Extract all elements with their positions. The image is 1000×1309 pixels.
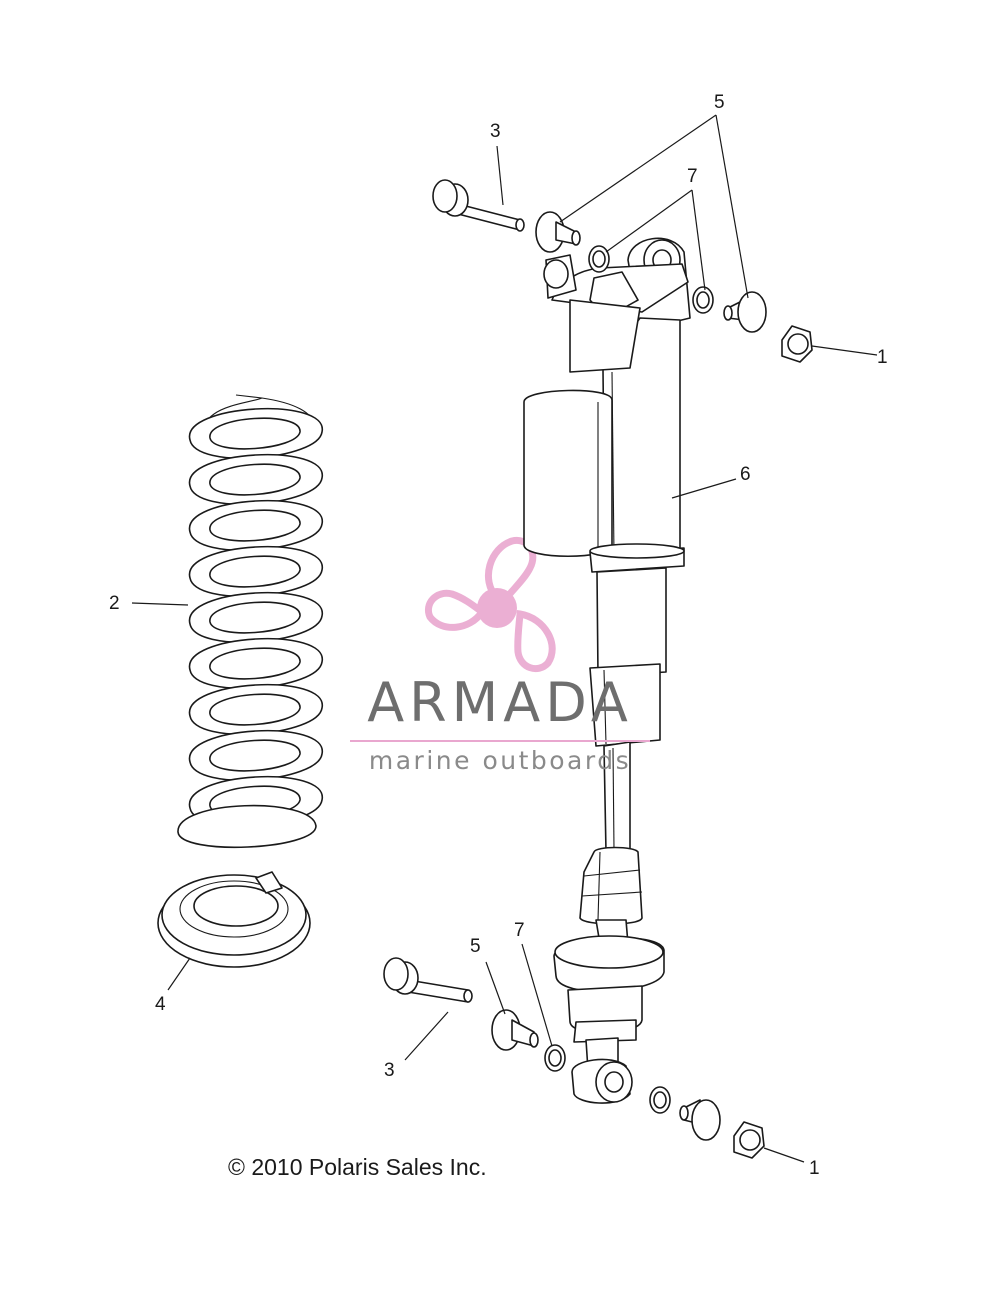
spring-coil-end (177, 804, 317, 849)
top-bolt (432, 179, 525, 232)
callout-3-bottom: 3 (384, 1060, 395, 1081)
callout-6: 6 (740, 464, 751, 485)
bottom-washer-right (649, 1086, 671, 1114)
bottom-bushing-right (679, 1099, 721, 1141)
bottom-bolt (383, 957, 473, 1003)
watermark-subtitle: marine outboards (368, 746, 632, 775)
copyright-notice: © 2010 Polaris Sales Inc. (228, 1154, 487, 1180)
watermark-propeller-icon (425, 536, 556, 673)
spring-coil-inner (209, 417, 301, 450)
callout-2: 2 (109, 593, 120, 614)
spring-coil-inner (209, 509, 301, 542)
top-nut (781, 325, 813, 363)
spring-seat (157, 871, 311, 968)
top-washer-left (588, 245, 610, 273)
callout-3-top: 3 (490, 121, 501, 142)
top-washer-right (692, 286, 714, 314)
callout-1-bottom: 1 (809, 1158, 820, 1179)
callout-7-top: 7 (687, 166, 698, 187)
watermark-rule (350, 740, 650, 742)
shock-absorber (523, 237, 691, 1104)
leader-lines (131, 114, 878, 1163)
top-bushing-left (535, 211, 581, 253)
spring-coil-inner (209, 463, 301, 496)
watermark-title: ARMADA (367, 671, 633, 734)
callout-5-top: 5 (714, 92, 725, 113)
spring-coil-inner (209, 647, 301, 680)
coil-spring (177, 394, 323, 849)
spring-coil-inner (209, 601, 301, 634)
spring-coil-inner (209, 693, 301, 726)
bottom-washer-left (544, 1044, 566, 1072)
bottom-nut (733, 1121, 765, 1159)
callout-4: 4 (155, 994, 166, 1015)
callout-1-top: 1 (877, 347, 888, 368)
callout-7-bottom: 7 (514, 920, 525, 941)
callout-5-bottom: 5 (470, 936, 481, 957)
top-bushing-right (723, 291, 767, 333)
bottom-bushing-left (491, 1009, 539, 1051)
spring-coil-inner (209, 555, 301, 588)
spring-coil-inner (209, 739, 301, 772)
